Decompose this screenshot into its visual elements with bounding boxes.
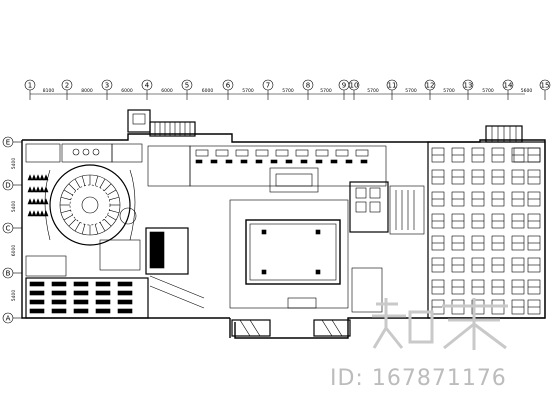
stair-top-right [485, 125, 541, 163]
reading-room-desks [431, 147, 541, 315]
column-label: 8 [306, 82, 310, 90]
column-label: 15 [541, 82, 550, 90]
column-label: 3 [105, 82, 109, 90]
round-hall [44, 164, 136, 246]
column-label: 13 [464, 82, 473, 90]
central-hall [229, 199, 349, 309]
column-spacing-label: 5700 [405, 88, 417, 94]
row-label: C [6, 225, 11, 233]
column-spacing-label: 8000 [81, 88, 93, 94]
column-label: 9 [342, 82, 346, 90]
column-spacing-label: 5700 [443, 88, 455, 94]
column-spacing-label: 5700 [320, 88, 332, 94]
lift-core [349, 181, 425, 313]
row-spacing-label: 6000 [11, 245, 17, 257]
watermark-logo [372, 298, 508, 350]
column-label: 2 [65, 82, 69, 90]
column-label: 6 [226, 82, 231, 90]
column-axis-markers [24, 79, 551, 100]
row-spacing-label: 5400 [11, 158, 17, 170]
row-spacing-label: 5400 [11, 290, 17, 302]
bottom-entrances [231, 297, 351, 337]
column-label: 11 [388, 82, 397, 90]
row-label: E [6, 139, 10, 147]
column-label: 1 [28, 82, 32, 90]
toilet-rooms [25, 143, 143, 163]
column-label: 12 [426, 82, 435, 90]
row-label: A [6, 315, 11, 323]
column-spacing-label: 5700 [242, 88, 254, 94]
column-label: 7 [266, 82, 270, 90]
central-stair [99, 207, 205, 309]
row-axis-markers [2, 136, 22, 324]
row-spacing-label: 5400 [11, 201, 17, 213]
column-spacing-label: 5600 [521, 88, 533, 94]
column-spacing-label: 5700 [482, 88, 494, 94]
row-label: D [5, 182, 10, 190]
column-spacing-label: 6000 [121, 88, 133, 94]
column-spacing-label: 8100 [43, 88, 55, 94]
column-spacing-label: 6000 [161, 88, 173, 94]
row-label: B [6, 270, 11, 278]
column-label: 4 [145, 82, 150, 90]
column-label: 10 [350, 82, 359, 90]
watermark-id-text: ID: 167871176 [330, 366, 507, 391]
seating-fan [27, 174, 49, 217]
column-spacing-label: 5700 [367, 88, 379, 94]
column-spacing-label: 5700 [282, 88, 294, 94]
column-label: 14 [504, 82, 513, 90]
reading-room [427, 141, 546, 319]
column-label: 5 [185, 82, 189, 90]
column-spacing-label: 6000 [202, 88, 214, 94]
left-lower-rooms [25, 255, 149, 319]
service-strip [147, 145, 387, 193]
stair-top-left [127, 109, 196, 137]
